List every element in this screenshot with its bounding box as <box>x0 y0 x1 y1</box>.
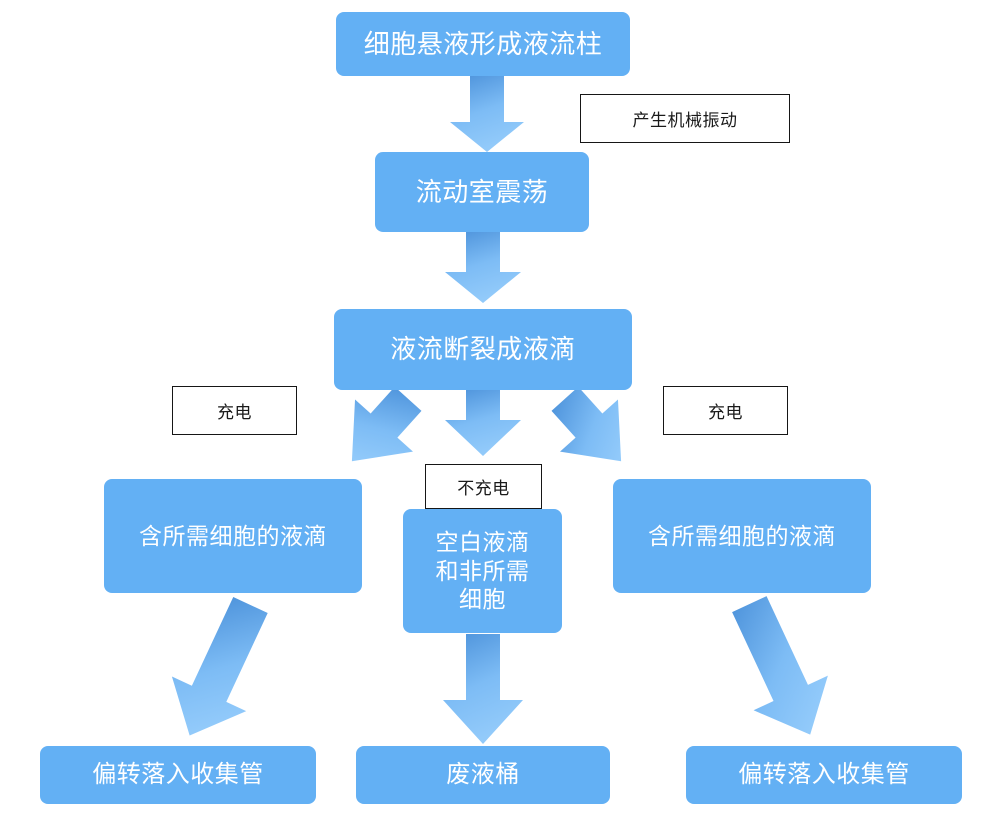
node-blank-and-unwanted-cells[interactable]: 空白液滴 和非所需 细胞 <box>403 509 562 633</box>
node-stream-breaks-droplets[interactable]: 液流断裂成液滴 <box>334 309 632 390</box>
arrow-down-right-2 <box>732 596 828 735</box>
arrow-down-left-1 <box>351 386 422 462</box>
node-cell-suspension-stream[interactable]: 细胞悬液形成液流柱 <box>336 12 630 76</box>
node-waste-container[interactable]: 废液桶 <box>356 746 610 804</box>
arrow-down-right-1 <box>551 386 622 462</box>
arrow-down-2 <box>445 232 521 303</box>
annotation-charge-right[interactable]: 充电 <box>663 386 788 435</box>
arrow-down-left-2 <box>171 596 268 736</box>
node-deflect-into-collection-tube-right[interactable]: 偏转落入收集管 <box>686 746 962 804</box>
arrow-down-3 <box>445 390 521 456</box>
node-deflect-into-collection-tube-left[interactable]: 偏转落入收集管 <box>40 746 316 804</box>
annotation-charge-left[interactable]: 充电 <box>172 386 297 435</box>
arrow-down-4 <box>443 634 523 744</box>
arrow-down-1 <box>450 76 524 152</box>
annotation-mechanical-vibration[interactable]: 产生机械振动 <box>580 94 790 143</box>
node-droplet-with-target-cells-left[interactable]: 含所需细胞的液滴 <box>104 479 362 593</box>
node-flow-chamber-vibration[interactable]: 流动室震荡 <box>375 152 589 232</box>
annotation-no-charge[interactable]: 不充电 <box>425 464 542 509</box>
node-droplet-with-target-cells-right[interactable]: 含所需细胞的液滴 <box>613 479 871 593</box>
